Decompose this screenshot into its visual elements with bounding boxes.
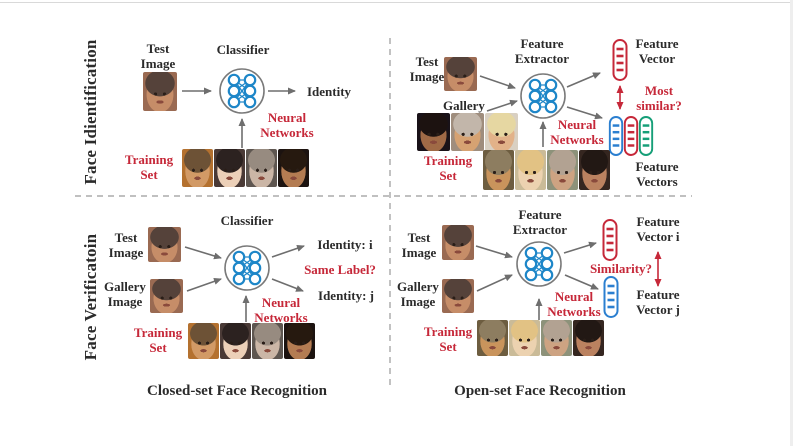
- face-photo: [246, 149, 277, 187]
- tl-classifier-label: Classifier: [216, 42, 270, 57]
- bl-neural-networks-label: Neural Networks: [254, 295, 308, 325]
- tl-neural-networks-label: Neural Networks: [260, 110, 314, 140]
- br-training-set-photos: [477, 320, 604, 356]
- tl-test-face-photo: [143, 72, 177, 111]
- arrow-extractor-to-vector-tr: [566, 72, 601, 88]
- face-photo: [483, 150, 514, 190]
- tr-training-set-label: Training Set: [423, 153, 473, 183]
- caption-closed-set: Closed-set Face Recognition: [147, 383, 327, 399]
- top-border-line: [0, 2, 793, 3]
- tr-gallery-label: Gallery: [443, 98, 485, 113]
- arrow-classifier-to-identity-j: [271, 278, 304, 292]
- arrow-gallery-to-classifier-bl: [186, 278, 222, 292]
- br-gallery-face-photo: [442, 279, 474, 313]
- face-photo: [541, 320, 572, 356]
- nn-circle-icon-bl: [223, 244, 271, 292]
- bl-gallery-image-label: Gallery Image: [104, 279, 146, 309]
- bl-gallery-face-photo: [150, 279, 183, 313]
- arrow-extractor-to-vectors-tr: [566, 106, 603, 120]
- br-training-set-label: Training Set: [423, 324, 473, 354]
- face-photo: [515, 150, 546, 190]
- br-test-face-photo: [442, 225, 474, 260]
- arrow-gallery-to-extractor-tr: [486, 99, 518, 112]
- arrow-extractor-to-vector-i: [563, 241, 597, 254]
- capsule-vector-icon-i-br: [602, 218, 618, 262]
- face-photo: [188, 323, 219, 359]
- face-photo: [579, 150, 610, 190]
- br-test-image-label: Test Image: [401, 230, 437, 260]
- br-neural-networks-label: Neural Networks: [547, 289, 601, 319]
- face-photo: [284, 323, 315, 359]
- face-photo: [477, 320, 508, 356]
- face-photo: [182, 149, 213, 187]
- tr-test-image-label: Test Image: [409, 54, 445, 84]
- face-photo: [214, 149, 245, 187]
- br-feature-vector-i-label: Feature Vector i: [636, 214, 680, 244]
- bl-identity-j-label: Identity: j: [318, 288, 374, 303]
- capsule-vector-icon-gallery3-tr: [638, 115, 654, 157]
- tl-test-image-label: Test Image: [140, 41, 176, 71]
- bl-training-set-label: Training Set: [133, 325, 183, 355]
- arrow-test-to-classifier-bl: [184, 246, 222, 260]
- face-photo: [220, 323, 251, 359]
- caption-open-set: Open-set Face Recognition: [454, 383, 626, 399]
- arrow-classifier-to-identity-i: [271, 244, 305, 258]
- right-border-band: [790, 0, 793, 446]
- bl-training-set-photos: [188, 323, 315, 359]
- bl-same-label-label: Same Label?: [304, 262, 376, 277]
- face-photo: [509, 320, 540, 356]
- arrow-gallery-to-extractor-br: [476, 274, 513, 292]
- face-photo: [573, 320, 604, 356]
- br-similarity-label: Similarity?: [589, 261, 653, 276]
- face-photo: [417, 113, 450, 151]
- br-feature-extractor-label: Feature Extractor: [512, 207, 568, 237]
- arrow-extractor-to-vector-j: [564, 274, 599, 290]
- face-photo: [252, 323, 283, 359]
- tl-training-set-label: Training Set: [124, 152, 174, 182]
- bl-test-image-label: Test Image: [108, 230, 144, 260]
- face-photo: [451, 113, 484, 151]
- face-photo: [278, 149, 309, 187]
- bl-test-face-photo: [148, 227, 181, 262]
- bl-identity-i-label: Identity: i: [317, 237, 373, 252]
- tr-training-set-photos: [483, 150, 610, 190]
- tr-most-similar-label: Most similar?: [636, 83, 682, 113]
- face-photo: [547, 150, 578, 190]
- face-photo: [485, 113, 518, 151]
- nn-circle-icon-tr: [519, 72, 567, 120]
- tr-neural-networks-label: Neural Networks: [550, 117, 604, 147]
- tl-identity-label: Identity: [306, 84, 352, 99]
- br-gallery-image-label: Gallery Image: [397, 279, 439, 309]
- tr-feature-extractor-label: Feature Extractor: [514, 36, 570, 66]
- nn-circle-icon-br: [515, 240, 563, 288]
- tr-gallery-photos: [417, 113, 518, 151]
- arrow-test-to-extractor-tr: [479, 75, 516, 90]
- capsule-vector-icon-gallery2-tr: [623, 115, 639, 157]
- bl-classifier-label: Classifier: [220, 213, 274, 228]
- tr-feature-vector-label: Feature Vector: [635, 36, 679, 66]
- row-label-face-identification: Face Idientification: [81, 39, 100, 185]
- br-feature-vector-j-label: Feature Vector j: [636, 287, 680, 317]
- tl-training-set-photos: [182, 149, 309, 187]
- arrow-test-to-extractor-br: [475, 245, 513, 259]
- nn-circle-icon-tl: [218, 67, 266, 115]
- tr-test-face-photo: [444, 57, 477, 91]
- tr-feature-vectors-label: Feature Vectors: [635, 159, 679, 189]
